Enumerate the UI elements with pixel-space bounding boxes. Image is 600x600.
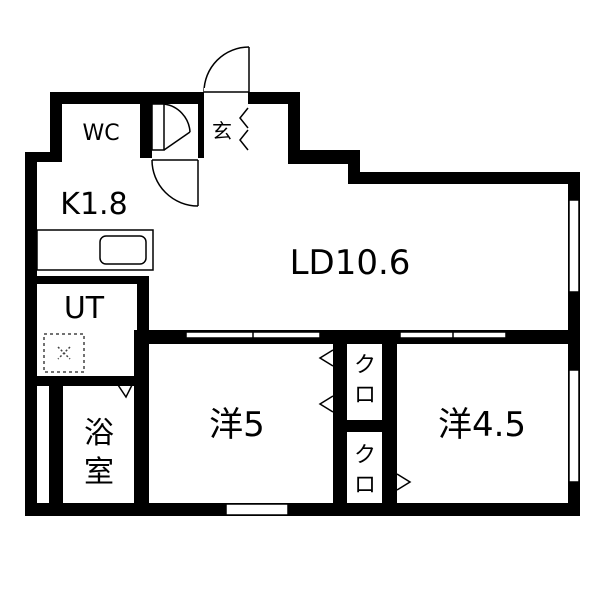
washer-pan	[43, 333, 85, 373]
sliding-doors-ld	[185, 331, 507, 339]
kitchen-counter	[36, 229, 154, 271]
room-label-entrance: 玄	[212, 119, 232, 143]
closet-b-label-bottom: ロ	[354, 473, 376, 498]
closet-a-label-bottom: ロ	[354, 383, 376, 408]
closet-b-door	[396, 473, 412, 491]
wc-door	[151, 103, 191, 151]
kitchen-door	[151, 159, 199, 207]
exterior-walls	[25, 92, 580, 516]
shoe-storage	[239, 107, 249, 151]
closet-a-label-top: ク	[354, 353, 376, 378]
window-bottom-room5	[225, 503, 289, 516]
room-label-ld: LD10.6	[290, 243, 411, 283]
entrance-door	[203, 46, 250, 106]
room-label-western-a: 洋5	[209, 405, 265, 445]
windows	[225, 199, 580, 516]
bath-door	[117, 384, 133, 399]
room-label-wc: WC	[82, 121, 119, 146]
interior-walls	[37, 104, 580, 516]
window-right-room	[568, 369, 580, 483]
room-label-bath-top: 浴	[84, 416, 114, 451]
room-label-western-b: 洋4.5	[438, 405, 526, 445]
closet-b-label-top: ク	[354, 443, 376, 468]
room-label-bath-bottom: 室	[84, 455, 114, 490]
window-right-ld	[568, 199, 580, 293]
closet-a-doors	[318, 349, 334, 413]
room-label-kitchen: K1.8	[60, 187, 127, 222]
room-label-utility: UT	[64, 291, 105, 326]
